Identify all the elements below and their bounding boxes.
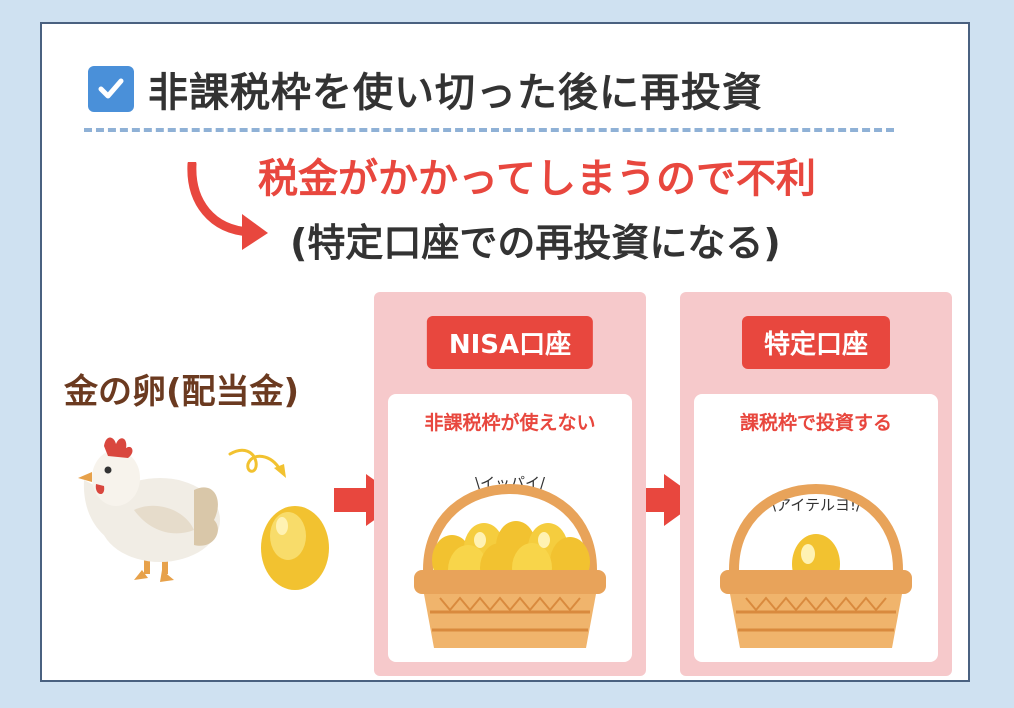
curved-arrow-icon <box>187 162 268 250</box>
infographic-card: 非課税枠を使い切った後に再投資 税金がかかってしまうので不利 (特定口座での再投… <box>40 22 970 682</box>
panel-content: 非課税枠が使えない \イッパイ/ <box>388 394 632 662</box>
basket-voice-text: \アイテルヨ!/ <box>770 496 862 514</box>
basket-icon <box>720 484 912 648</box>
warning-text: 税金がかかってしまうので不利 <box>258 156 816 202</box>
panel-caption: 課税枠で投資する <box>739 412 892 434</box>
dashed-divider <box>84 128 894 132</box>
tokutei-account-panel: 特定口座 課税枠で投資する \アイテルヨ!/ <box>680 292 952 676</box>
heading: 非課税枠を使い切った後に再投資 <box>148 70 763 116</box>
squiggle-arrow-icon <box>228 448 286 478</box>
checkbox-icon <box>88 66 134 112</box>
heading-row: 非課税枠を使い切った後に再投資 <box>88 60 763 118</box>
panel-tab-nisa: NISA口座 <box>426 316 594 369</box>
panel-content: 課税枠で投資する \アイテルヨ!/ <box>694 394 938 662</box>
panel-tab-tokutei: 特定口座 <box>741 316 891 369</box>
nisa-account-panel: NISA口座 非課税枠が使えない \イッパイ/ <box>374 292 646 676</box>
gold-egg-icon <box>261 506 329 590</box>
note-text: (特定口座での再投資になる) <box>290 221 781 265</box>
panel-caption: 非課税枠が使えない <box>424 412 596 434</box>
basket-icon <box>414 484 606 648</box>
hen-icon <box>78 437 220 582</box>
golden-egg-label: 金の卵(配当金) <box>64 372 300 412</box>
